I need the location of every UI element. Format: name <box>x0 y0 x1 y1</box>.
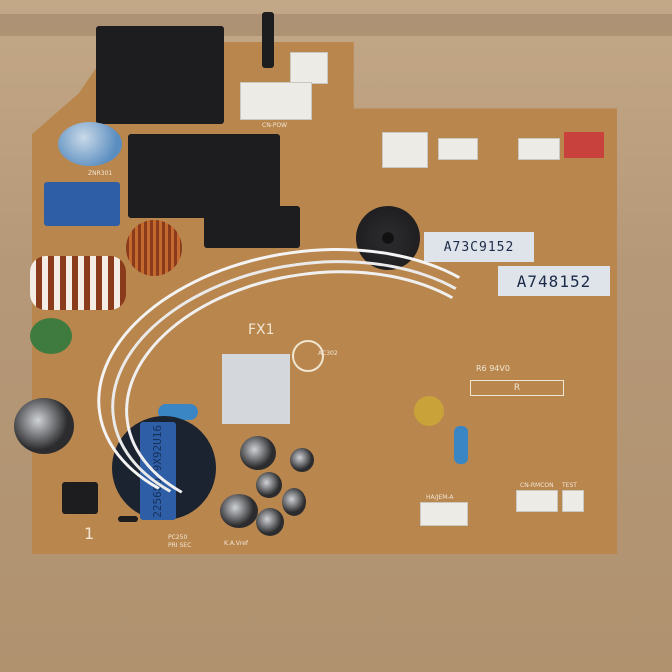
electrolytic-capacitor-large <box>14 398 74 454</box>
connector-fan <box>420 502 468 526</box>
ul-marking: R6 94V0 <box>476 364 510 373</box>
ceramic-capacitor-blue-2 <box>454 426 468 464</box>
rating-box-text: R <box>513 383 521 393</box>
test-jumper <box>562 490 584 512</box>
electrolytic-capacitor <box>256 472 282 498</box>
inductor-coil <box>126 220 182 276</box>
common-mode-choke <box>30 256 126 310</box>
connector-white-1 <box>382 132 428 168</box>
mounting-hole <box>292 340 324 372</box>
connector-red <box>564 132 604 158</box>
electrolytic-capacitor <box>256 508 284 536</box>
secondary-sticker: A73C9152 <box>424 232 534 262</box>
buzzer <box>356 206 420 270</box>
electrolytic-capacitor <box>220 494 258 528</box>
x-capacitor <box>44 182 120 226</box>
transformer-body: 225680 9X92U16 <box>140 422 176 520</box>
varistor-label: ZNR301 <box>88 170 113 177</box>
pin-one-marker: 1 <box>84 524 95 543</box>
reference-label: K.A.Vref <box>224 540 248 547</box>
connector-white-2 <box>438 138 478 160</box>
tantalum-capacitor <box>414 396 444 426</box>
connector-white-3 <box>518 138 560 160</box>
switch-header <box>262 12 274 68</box>
connector-display-label: CN-RMCON <box>520 482 554 489</box>
varistor <box>58 122 122 166</box>
connector-fan-label: HA/JEM-A <box>426 494 454 501</box>
relay-top <box>96 26 224 124</box>
triac-block <box>204 206 300 248</box>
test-label: TEST <box>562 482 577 489</box>
part-number-sticker: A748152 <box>498 266 610 296</box>
ic-chip <box>62 482 98 514</box>
fuse-label: AC302 <box>318 350 338 357</box>
connector-power-label: CN-POW <box>262 122 288 129</box>
relay-main <box>128 134 280 218</box>
zener-marker: FX1 <box>248 322 275 338</box>
electrolytic-capacitor <box>282 488 306 516</box>
rating-box: R <box>470 380 564 396</box>
connector-top-small <box>290 52 328 84</box>
electrolytic-capacitor <box>290 448 314 472</box>
connector-top-large <box>240 82 312 120</box>
photo-coupler-pins: PRI SEC <box>168 542 192 549</box>
connector-display <box>516 490 558 512</box>
photo-coupler-label: PC250 <box>168 534 188 541</box>
heatsink-plate <box>222 354 290 424</box>
diode <box>118 516 138 522</box>
ceramic-capacitor-green <box>30 318 72 354</box>
electrolytic-capacitor <box>240 436 276 470</box>
